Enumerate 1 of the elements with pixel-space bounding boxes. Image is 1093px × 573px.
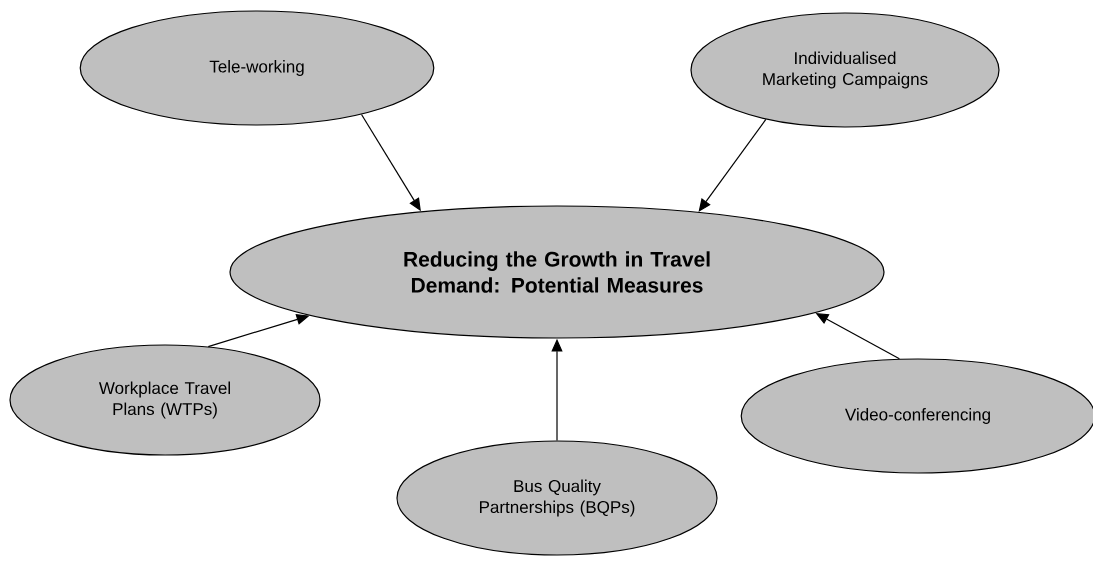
arrow [698,118,767,212]
